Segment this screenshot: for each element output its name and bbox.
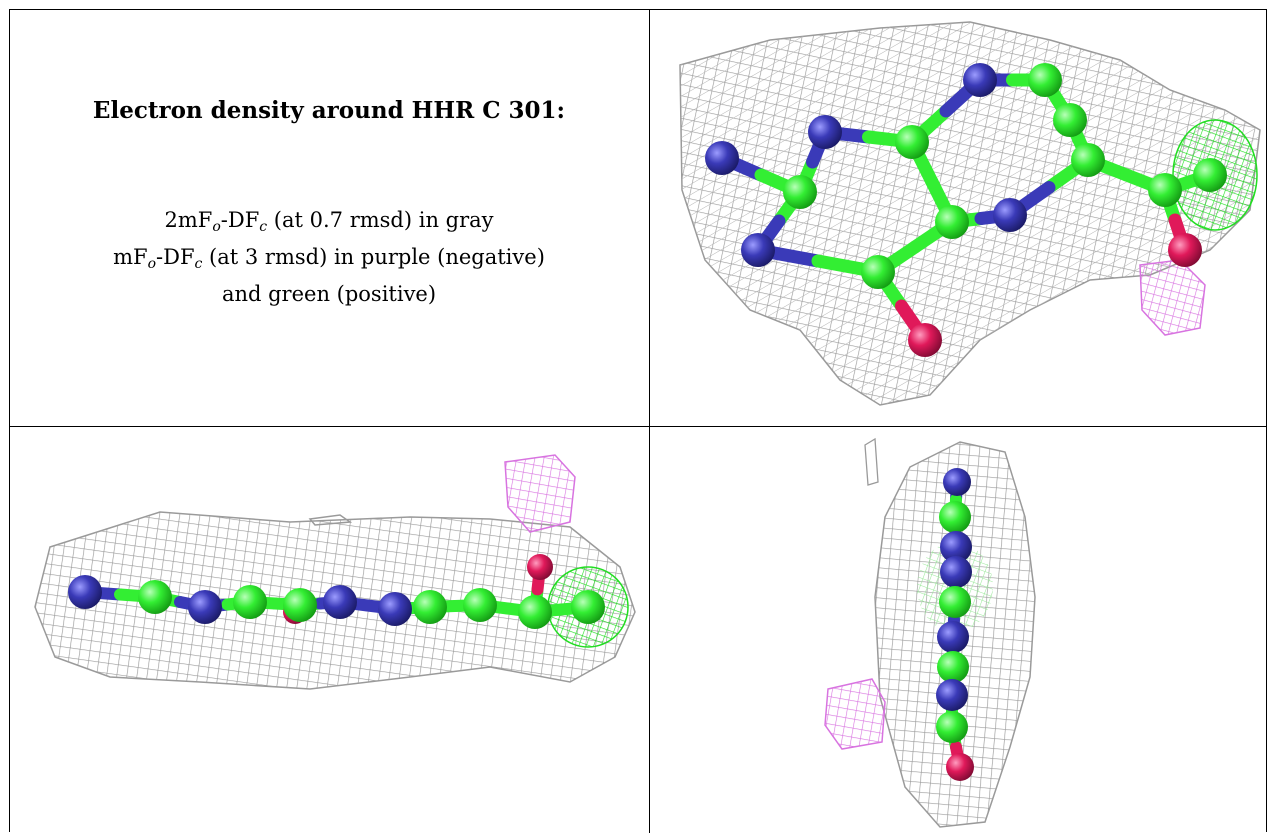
molecule-edge-view-image	[650, 427, 1266, 833]
nitrogen-atom	[808, 115, 842, 149]
carbon-atom	[571, 590, 605, 624]
carbon-atom	[936, 711, 968, 743]
carbon-atom	[861, 255, 895, 289]
carbon-atom	[283, 588, 317, 622]
nitrogen-atom	[68, 575, 102, 609]
carbon-atom	[939, 586, 971, 618]
nitrogen-atom	[940, 556, 972, 588]
carbon-atom	[1148, 173, 1182, 207]
carbon-atom	[233, 585, 267, 619]
nitrogen-atom	[940, 531, 972, 563]
nitrogen-atom	[936, 679, 968, 711]
table-divider-vertical	[649, 9, 650, 833]
carbon-atom	[1028, 63, 1062, 97]
nitrogen-atom	[188, 590, 222, 624]
nitrogen-atom	[378, 592, 412, 626]
molecule-side-view-image	[10, 427, 648, 833]
nitrogen-atom	[963, 63, 997, 97]
carbon-atom	[1193, 158, 1227, 192]
carbon-atom	[413, 590, 447, 624]
oxygen-atom	[1168, 233, 1202, 267]
nitrogen-atom	[323, 585, 357, 619]
nitrogen-atom	[741, 233, 775, 267]
caption-body: 2mFo-DFc (at 0.7 rmsd) in gray mFo-DFc (…	[10, 205, 648, 309]
carbon-atom	[937, 651, 969, 683]
nitrogen-atom	[705, 141, 739, 175]
caption-line-fofc: mFo-DFc (at 3 rmsd) in purple (negative)	[113, 245, 545, 272]
atoms	[705, 63, 1227, 357]
oxygen-atom	[908, 323, 942, 357]
mesh-negative-purple	[1139, 259, 1206, 336]
caption-title: Electron density around HHR C 301:	[92, 97, 566, 124]
carbon-atom	[895, 125, 929, 159]
carbon-atom	[939, 501, 971, 533]
carbon-atom	[463, 588, 497, 622]
mesh-negative-purple	[824, 678, 886, 750]
caption-line-positive: and green (positive)	[221, 282, 437, 306]
table-divider-horizontal	[9, 426, 1267, 427]
oxygen-atom	[527, 554, 553, 580]
nitrogen-atom	[943, 468, 971, 496]
carbon-atom	[1071, 143, 1105, 177]
nitrogen-atom	[937, 621, 969, 653]
nitrogen-atom	[993, 198, 1027, 232]
oxygen-atom	[946, 753, 974, 781]
mesh-negative-purple	[504, 454, 576, 533]
atoms	[936, 468, 974, 781]
caption-line-2fofc: 2mFo-DFc (at 0.7 rmsd) in gray	[164, 208, 494, 235]
molecule-front-view-image	[650, 10, 1266, 425]
carbon-atom	[935, 205, 969, 239]
figure-table	[9, 9, 1267, 832]
carbon-atom	[138, 580, 172, 614]
carbon-atom	[518, 595, 552, 629]
carbon-atom	[783, 175, 817, 209]
carbon-atom	[1053, 103, 1087, 137]
caption-cell: Electron density around HHR C 301: 2mFo-…	[10, 10, 648, 425]
atoms	[68, 554, 605, 629]
